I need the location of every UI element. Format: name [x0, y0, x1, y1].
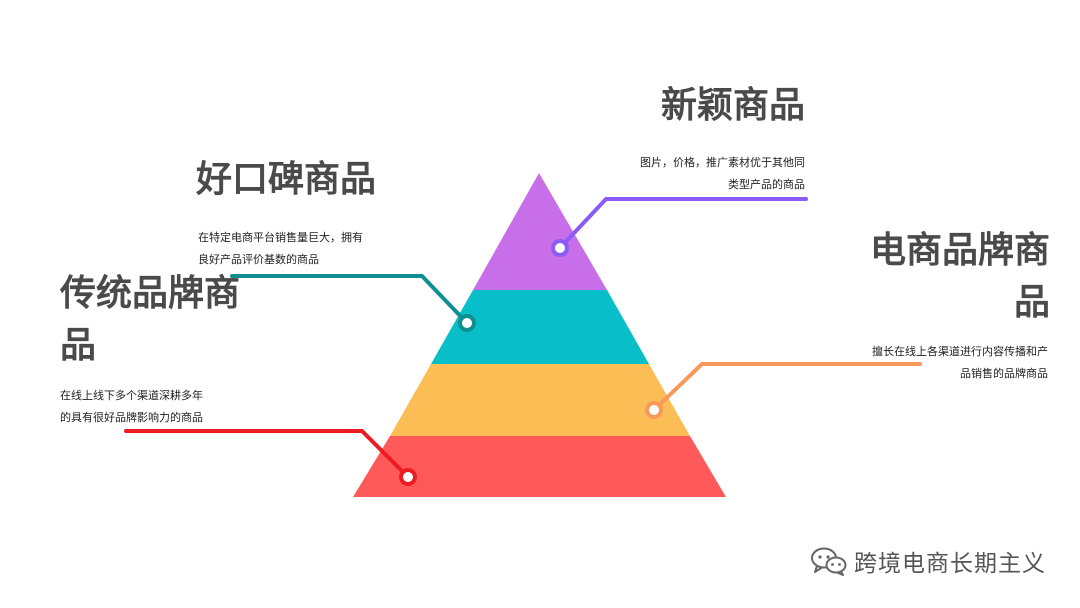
level-title-ecommerce-brand: 电商品牌商品 [869, 230, 1050, 323]
connector-line-left2 [230, 274, 469, 325]
level-desc-traditional-brand-line1: 在线上线下多个渠道深耕多年 [60, 389, 203, 402]
level-desc-reputation-line1: 在特定电商平台销售量巨大，拥有 [198, 231, 363, 244]
level-title-traditional-brand: 传统品牌商品 [60, 273, 241, 366]
connector-dot-right [645, 401, 663, 419]
level-desc-ecommerce-brand-line2: 品销售的品牌商品 [960, 367, 1048, 380]
watermark: 跨境电商长期主义 [810, 544, 1046, 578]
connector-dot-top [551, 239, 569, 257]
pyramid-tier-3 [390, 364, 690, 436]
pyramid-tier-4 [353, 436, 726, 497]
level-desc-novel-line2: 类型产品的商品 [728, 178, 805, 191]
level-desc-ecommerce-brand: 擅长在线上各渠道进行内容传播和产 品销售的品牌商品 [855, 341, 1048, 385]
connector-line-top [558, 197, 808, 250]
pyramid-tier-2 [431, 290, 649, 364]
connector-line-right [652, 362, 922, 412]
connector-line-left3 [124, 429, 410, 479]
level-desc-novel-line1: 图片，价格，推广素材优于其他同 [640, 156, 805, 169]
level-desc-reputation: 在特定电商平台销售量巨大，拥有 良好产品评价基数的商品 [198, 227, 388, 271]
level-title-novel: 新颖商品 [660, 85, 805, 126]
level-desc-traditional-brand-line2: 的具有很好品牌影响力的商品 [60, 411, 203, 424]
level-desc-reputation-line2: 良好产品评价基数的商品 [198, 253, 319, 266]
level-desc-novel: 图片，价格，推广素材优于其他同 类型产品的商品 [610, 152, 805, 196]
watermark-text: 跨境电商长期主义 [854, 551, 1046, 577]
connector-dot-left2 [458, 314, 476, 332]
pyramid-tier-1 [473, 173, 607, 290]
level-title-reputation: 好口碑商品 [196, 159, 377, 200]
wechat-icon [811, 547, 847, 576]
level-desc-ecommerce-brand-line1: 擅长在线上各渠道进行内容传播和产 [872, 345, 1048, 358]
connector-dot-left3 [399, 468, 417, 486]
level-desc-traditional-brand: 在线上线下多个渠道深耕多年 的具有很好品牌影响力的商品 [60, 385, 250, 429]
